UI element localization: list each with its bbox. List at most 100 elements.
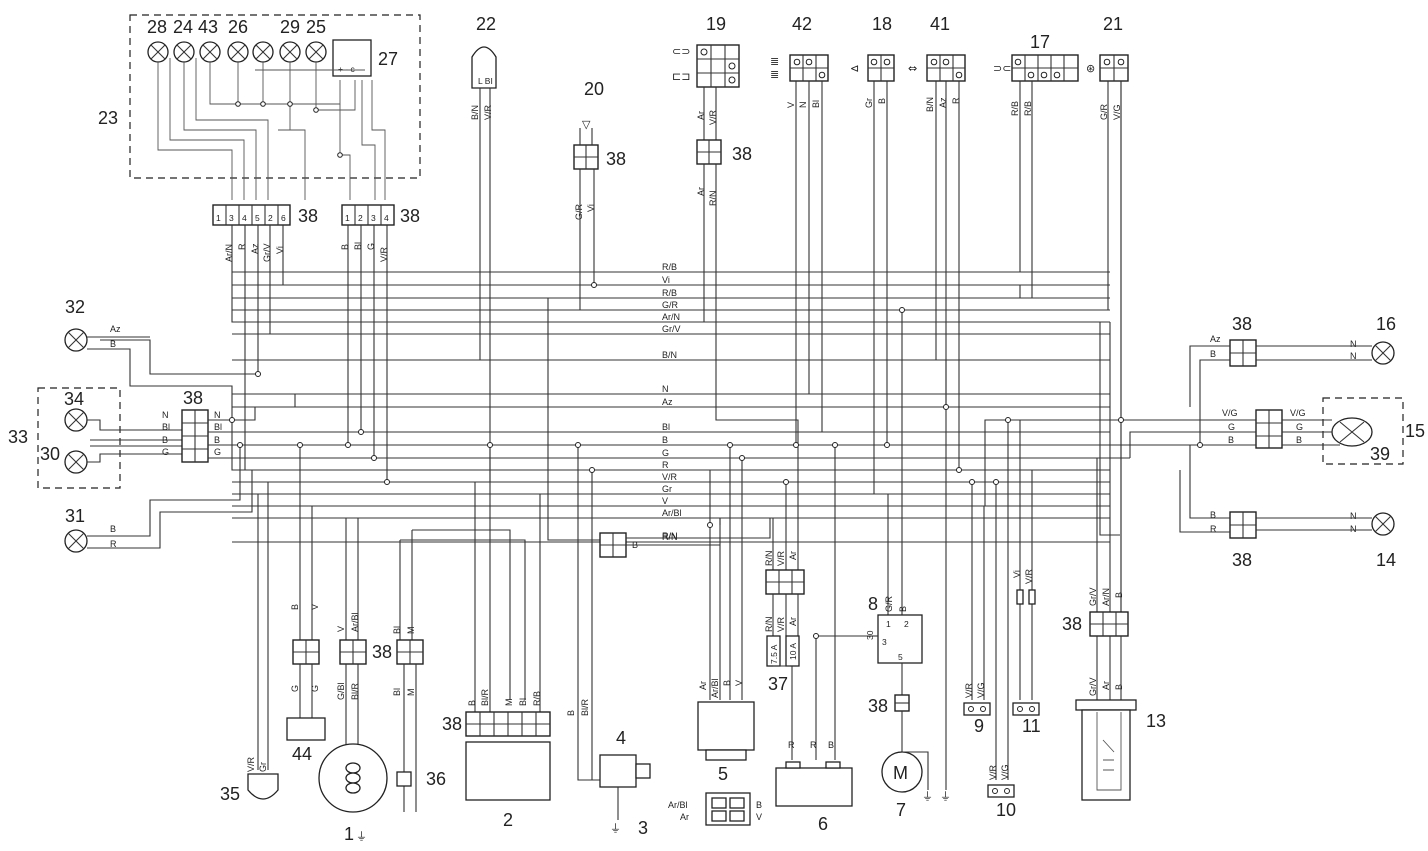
label-44: 44 <box>292 744 312 764</box>
bus-wire-code: R <box>662 460 669 470</box>
label-33: 33 <box>8 427 28 447</box>
label-16: 16 <box>1376 314 1396 334</box>
wire-code: B <box>214 435 220 445</box>
label-35: 35 <box>220 784 240 804</box>
wire-code: B <box>110 339 116 349</box>
label-2: 2 <box>503 810 513 830</box>
connector-38 <box>765 569 805 595</box>
relay-pin: 5 <box>898 652 903 662</box>
wire-code: B <box>1210 510 1216 520</box>
wire-code: Ar/Bl <box>350 612 360 632</box>
panel-connector-right: 1 2 3 4 38 <box>341 204 420 226</box>
component-17: 17 ⊃⊂ R/B R/B <box>993 32 1079 298</box>
wire-code: V/G <box>1222 408 1238 418</box>
label-36: 36 <box>426 769 446 789</box>
fuse-block-37: R/N V/R Ar R/N V/R Ar 7.5 A 10 A 37 <box>764 482 805 760</box>
light-switch-icon: ≣ <box>770 68 779 81</box>
wire-code: R <box>1210 524 1217 534</box>
wire-code: R <box>788 740 795 750</box>
pin-label: 5 <box>255 213 260 223</box>
wire-code: V/R <box>776 550 786 566</box>
label-22: 22 <box>476 14 496 34</box>
wire-code: V <box>336 626 346 632</box>
wire-code: B <box>828 740 834 750</box>
connector-38 <box>696 139 722 165</box>
stop-switch-icon: ⊛ <box>1086 62 1095 75</box>
connector-38 <box>396 639 424 665</box>
wire-code: Gr/V <box>1088 587 1098 606</box>
panel-bulb-43: 43 <box>198 17 221 63</box>
label-6: 6 <box>818 814 828 834</box>
wire-code: Gr <box>864 98 874 108</box>
label-11: 11 <box>1022 716 1041 736</box>
relay-pin: 3 <box>882 637 887 647</box>
label-21: 21 <box>1103 14 1123 34</box>
wire-code: Ar <box>680 812 689 822</box>
wire-code: G <box>1228 422 1235 432</box>
label-9: 9 <box>974 716 984 736</box>
bus-wire-code: Gr <box>662 484 672 494</box>
wire-code: V/G <box>1000 764 1010 780</box>
relay-pin: 1 <box>886 619 891 629</box>
wire-code: B/N <box>925 97 935 112</box>
wire-code: G/R <box>574 203 584 220</box>
wire-code: V/R <box>988 764 998 780</box>
component-19: 19 ⊂⊃ ⊏⊐ Ar V/R 38 Ar R/N <box>672 14 799 542</box>
component-2: B Bl/R M Bl R/B 38 2 <box>442 445 551 830</box>
component-5: Ar Ar/Bl B V 5 Ar/Bl Ar B V <box>668 445 762 826</box>
bus-wire-code: Bl <box>662 422 670 432</box>
wire-code: B <box>467 700 477 706</box>
wire-code: B <box>898 606 908 612</box>
panel-bulb-29: 29 <box>279 17 301 63</box>
horn-symbol-icon: ▽ <box>582 118 591 131</box>
panel-bulb-blank <box>252 41 274 63</box>
label-7: 7 <box>896 800 906 820</box>
label-26: 26 <box>228 17 248 37</box>
wire-code: B <box>1114 592 1124 598</box>
relay-8: 8 G/R B 1 2 3 5 30 <box>865 310 923 695</box>
pin-label: 2 <box>268 213 273 223</box>
label-30: 30 <box>40 444 60 464</box>
label-38: 38 <box>1232 550 1252 570</box>
fuse-rating: 7.5 A <box>769 644 779 664</box>
panel-27-pins: + - c <box>338 64 356 74</box>
panel-bulb-26: 26 <box>227 17 249 63</box>
instrument-panel-outline <box>129 14 421 179</box>
panel-bulb-24: 24 <box>173 17 195 63</box>
component-44: B V G G 44 <box>286 445 326 764</box>
bus-wire-code: R/B <box>662 288 677 298</box>
wire-code: B <box>566 710 576 716</box>
turn-signal-switch-icon: ⇔ <box>908 62 917 75</box>
motor-symbol: M <box>893 763 908 783</box>
wire-code: Bl/R <box>480 688 490 706</box>
label-38: 38 <box>298 206 318 226</box>
component-20: 20 ▽ 38 G/R Vi <box>573 79 1030 311</box>
wire-code: V/R <box>964 682 974 698</box>
label-34: 34 <box>64 389 84 409</box>
wire-code: V/R <box>1024 568 1034 584</box>
component-35: V/R Gr 35 <box>220 482 279 804</box>
label-14: 14 <box>1376 550 1396 570</box>
connector-38 <box>599 532 627 558</box>
lamp-group-33: 33 34 30 N Bl B G 38 N Bl B G <box>8 387 1200 489</box>
label-31: 31 <box>65 506 85 526</box>
wire-code: B <box>877 98 887 104</box>
pin-label: 2 <box>358 213 363 223</box>
label-19: 19 <box>706 14 726 34</box>
ground-icon: ⏚ <box>356 830 367 843</box>
wire-code: Bl/R <box>350 682 360 700</box>
brake-light-switch-icon: ⊃⊂ <box>993 62 1011 75</box>
lamp-16: 16 38 Az B N N <box>1189 314 1396 445</box>
pin-label: 4 <box>384 213 389 223</box>
wire-code: G <box>290 685 300 692</box>
label-41: 41 <box>930 14 950 34</box>
switch-10: V/R V/G 10 <box>987 420 1016 820</box>
bus-wire-code: Ar/Bl <box>662 508 682 518</box>
component-18: 18 ⊲ Gr B <box>850 14 895 494</box>
instrument-panel-23: 23 28 24 43 26 29 <box>98 14 421 200</box>
label-24: 24 <box>173 17 193 37</box>
panel-module-27: + - c 27 <box>332 39 398 77</box>
wire-code: N <box>1350 339 1357 349</box>
connector-38 <box>465 711 551 737</box>
connector-38 <box>339 639 367 665</box>
